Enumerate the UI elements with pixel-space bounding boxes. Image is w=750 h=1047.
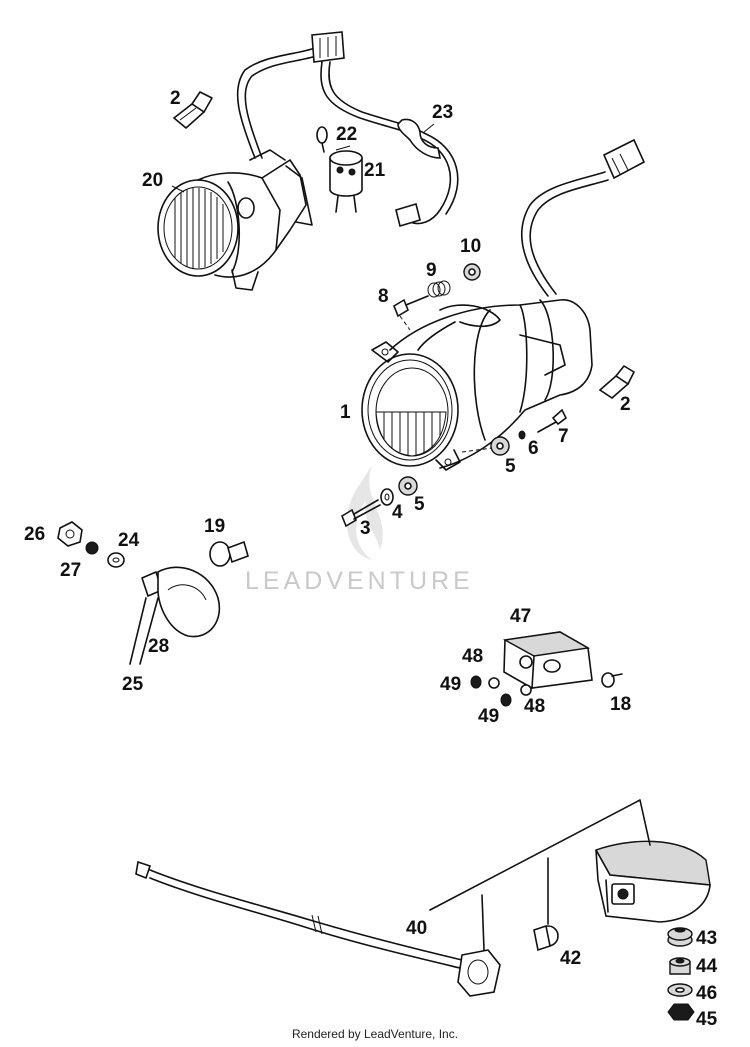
callout-46: 46	[696, 983, 717, 1004]
callout-5-upper: 5	[505, 456, 516, 477]
nut-part-49-upper[interactable]	[470, 675, 482, 689]
callout-3: 3	[360, 518, 371, 539]
grommet-part-5-upper[interactable]	[490, 436, 510, 456]
adjust-screw-part-8[interactable]	[393, 295, 429, 331]
small-bulb-part-22[interactable]	[316, 126, 328, 153]
callout-2-top: 2	[170, 88, 181, 109]
bolt-part-3[interactable]	[341, 499, 381, 528]
bulb-part-42[interactable]	[533, 924, 559, 952]
callout-49-lower: 49	[478, 706, 499, 727]
footer-credit: Rendered by LeadVenture, Inc.	[291, 1027, 459, 1041]
callout-22: 22	[336, 124, 357, 145]
leader-25-a	[129, 597, 147, 665]
callout-1: 1	[340, 402, 351, 423]
leader-23	[423, 123, 435, 133]
callout-18: 18	[610, 694, 631, 715]
callout-5-lower: 5	[414, 494, 425, 515]
socket-part-40[interactable]	[457, 949, 501, 997]
callout-8: 8	[378, 286, 389, 307]
callout-21: 21	[364, 160, 386, 181]
leader-40-socket	[481, 894, 485, 951]
callout-43: 43	[696, 928, 717, 949]
callout-2-right: 2	[620, 394, 631, 415]
bulb-socket-part-21[interactable]	[329, 150, 363, 213]
bulb-part-18[interactable]	[601, 672, 623, 688]
callout-24: 24	[118, 530, 140, 551]
screw-part-7[interactable]	[537, 408, 568, 433]
grommet-part-5-lower[interactable]	[398, 476, 418, 496]
grommet-part-10[interactable]	[463, 263, 481, 281]
leader-25-b	[139, 597, 159, 665]
leader-22	[335, 145, 351, 151]
callout-10: 10	[460, 236, 481, 257]
turn-signal-part-28[interactable]	[141, 566, 221, 638]
watermark-flame-icon	[346, 465, 383, 560]
washer-part-6[interactable]	[518, 430, 526, 440]
washer-part-24[interactable]	[107, 552, 125, 568]
callout-20: 20	[142, 170, 163, 191]
small-headlight-part[interactable]	[157, 149, 313, 291]
callout-6: 6	[528, 438, 539, 459]
callout-28: 28	[148, 636, 169, 657]
callout-19: 19	[204, 516, 225, 537]
connector-plug-top[interactable]	[311, 31, 345, 63]
callout-labels: 2 23 22 20 21 10 9 8 1 2 7 6 5 5 4 3 26 …	[24, 88, 718, 1030]
watermark-text: LEADVENTURE	[245, 567, 474, 595]
wiring-harness-part[interactable]	[320, 61, 459, 228]
callout-49-upper: 49	[440, 674, 461, 695]
harness-wire-left-2	[244, 55, 317, 159]
harness-wire-right-2	[529, 179, 609, 295]
callout-48-upper: 48	[462, 646, 483, 667]
bulb-part-2-right[interactable]	[598, 365, 635, 400]
callout-9: 9	[426, 260, 437, 281]
nut-part-27[interactable]	[85, 541, 99, 555]
grommet-part-43[interactable]	[667, 927, 693, 947]
nut-part-45[interactable]	[667, 1003, 695, 1021]
nut-part-26[interactable]	[57, 521, 83, 547]
washer-part-48-upper[interactable]	[488, 677, 500, 689]
callout-42: 42	[560, 948, 581, 969]
leader-20	[171, 185, 185, 193]
license-light-housing[interactable]	[594, 840, 711, 923]
leader-40-main	[429, 799, 651, 911]
washer-part-48-lower[interactable]	[520, 684, 532, 696]
harness-wire-right	[520, 171, 606, 297]
harness-wire-left	[236, 47, 316, 159]
nut-part-49-lower[interactable]	[500, 693, 512, 707]
callout-44: 44	[696, 956, 718, 977]
callout-45: 45	[696, 1009, 718, 1030]
bulb-part-2-top[interactable]	[172, 91, 213, 130]
callout-26: 26	[24, 524, 45, 545]
callout-23: 23	[432, 102, 453, 123]
tail-light-part-47[interactable]	[502, 631, 593, 689]
callout-4: 4	[392, 502, 403, 523]
nut-part-44[interactable]	[669, 957, 691, 975]
callout-48-lower: 48	[524, 696, 545, 717]
spring-part-9[interactable]	[427, 280, 451, 298]
callout-7: 7	[558, 426, 569, 447]
connector-plug-right[interactable]	[602, 138, 646, 180]
dash-guide-5	[461, 447, 493, 453]
cable-part-40[interactable]	[135, 860, 463, 969]
callout-47: 47	[510, 606, 531, 627]
bulb-part-19[interactable]	[209, 540, 249, 567]
washer-part-4[interactable]	[380, 488, 394, 506]
callout-40: 40	[406, 918, 427, 939]
callout-25: 25	[122, 674, 144, 695]
callout-27: 27	[60, 560, 81, 581]
washer-part-46[interactable]	[667, 983, 693, 997]
